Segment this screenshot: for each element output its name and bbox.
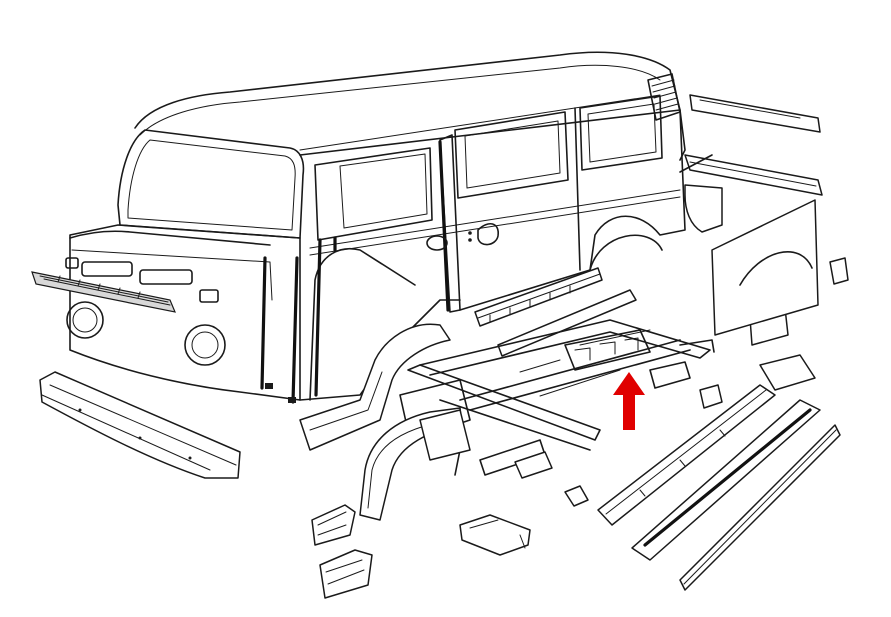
- front-bumper: [39, 371, 241, 479]
- front-wheel-arch-panels: [299, 323, 471, 521]
- front-panel: [65, 224, 301, 404]
- van-body: [31, 51, 686, 404]
- right-headlight: [184, 324, 226, 366]
- front-grille-strip: [31, 271, 176, 313]
- side-window-front: [314, 147, 433, 241]
- side-window-middle: [454, 111, 569, 199]
- red-up-arrow-icon: [613, 372, 645, 430]
- windshield: [117, 129, 305, 239]
- fuel-door: [477, 223, 499, 246]
- left-headlight: [66, 301, 104, 339]
- door-handle: [426, 235, 448, 251]
- sill-rocker-strips: [597, 384, 841, 591]
- side-window-rear: [579, 95, 663, 171]
- rear-quarter-panels: [679, 94, 823, 336]
- side-panel: [265, 95, 686, 403]
- side-rocker: [474, 267, 637, 357]
- floor-frame: [399, 319, 715, 476]
